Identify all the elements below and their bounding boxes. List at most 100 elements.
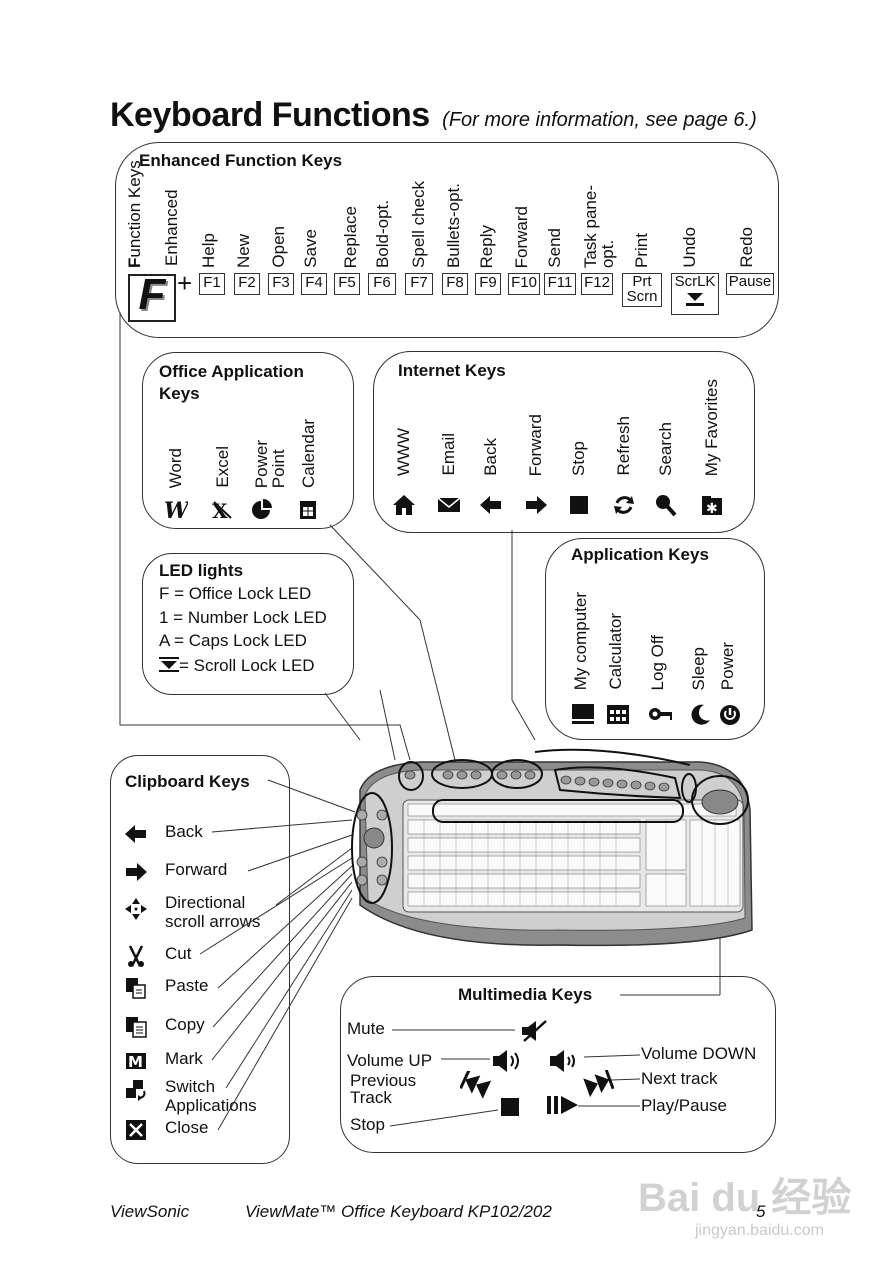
enhanced-key-2[interactable]: F3 (268, 273, 294, 295)
baidu-watermark-url: jingyan.baidu.com (695, 1222, 824, 1239)
clipboard-key-label-3: Cut (165, 944, 192, 963)
excel-icon[interactable]: X (211, 498, 235, 522)
enhanced-key-text-13: ScrLK (674, 273, 716, 290)
office-application-keys-panel: Office Application Keys (142, 352, 354, 529)
enhanced-key-10[interactable]: F11 (544, 273, 576, 295)
calendar-icon[interactable] (297, 498, 321, 522)
power-icon[interactable] (718, 702, 742, 726)
enhanced-key-text-7: F8 (446, 274, 464, 291)
clipboard-key-label-2: Directional scroll arrows (165, 893, 261, 931)
enhanced-key-text-2: F3 (272, 274, 290, 291)
led-office-lock: F = Office Lock LED (159, 584, 312, 603)
word-icon[interactable]: W (164, 498, 188, 522)
enhanced-key-text-9: F10 (511, 274, 537, 291)
clipboard-key-label-6: Mark (165, 1049, 203, 1068)
application-keys-title: Application Keys (571, 545, 709, 564)
enhanced-key-text-8: F9 (479, 274, 497, 291)
clipboard-key-label-8: Close (165, 1118, 209, 1137)
copy-icon[interactable] (124, 1015, 148, 1039)
enhanced-key-3[interactable]: F4 (301, 273, 327, 295)
svg-text:✱: ✱ (706, 501, 718, 517)
page-header: Keyboard Functions (For more information… (110, 96, 810, 135)
plus-sign: + (177, 268, 193, 298)
volume-up-icon[interactable] (491, 1048, 525, 1074)
previous-track-label: Previous Track (350, 1071, 417, 1107)
svg-text:M: M (128, 1053, 143, 1071)
scroll-lock-key-icon (686, 293, 704, 306)
home-icon[interactable] (392, 493, 416, 517)
led-caps-lock: A = Caps Lock LED (159, 631, 307, 650)
mute-icon[interactable] (520, 1019, 550, 1043)
enhanced-key-6[interactable]: F7 (405, 273, 433, 295)
arrow-right-icon[interactable] (124, 860, 148, 884)
arrow-left-icon[interactable] (124, 822, 148, 846)
moon-icon[interactable] (689, 702, 713, 726)
play-pause-icon[interactable] (546, 1094, 580, 1116)
close-icon[interactable] (124, 1118, 148, 1142)
key-icon[interactable] (648, 702, 672, 726)
arrow-left-icon[interactable] (479, 493, 503, 517)
envelope-icon[interactable] (437, 493, 461, 517)
f-lock-key[interactable]: F (128, 270, 176, 322)
play-pause-label: Play/Pause (641, 1096, 727, 1115)
led-scroll-lock-text: = Scroll Lock LED (179, 656, 315, 675)
previous-track-icon[interactable] (460, 1071, 494, 1099)
enhanced-key-text-3: F4 (305, 274, 323, 291)
enhanced-key-12[interactable]: Prt Scrn (622, 273, 662, 307)
switch-icon[interactable] (124, 1077, 148, 1101)
enhanced-key-text-4: F5 (338, 274, 356, 291)
enhanced-key-text-5: F6 (373, 274, 391, 291)
clipboard-keys-panel: Clipboard Keys (110, 755, 290, 1164)
volume-down-icon[interactable] (548, 1048, 582, 1074)
office-application-keys-title: Office Application Keys (159, 362, 304, 403)
mark-icon[interactable]: M (124, 1049, 148, 1073)
baidu-watermark-logo: Bai du 经验 (638, 1176, 852, 1220)
enhanced-key-5[interactable]: F6 (368, 273, 396, 295)
enhanced-key-text-14: Pause (728, 273, 772, 290)
internet-keys-panel: Internet Keys (373, 351, 755, 533)
search-icon[interactable] (654, 493, 678, 517)
enhanced-key-text-1: F2 (238, 274, 256, 291)
footer-page-number: 5 (756, 1202, 766, 1221)
powerpoint-icon[interactable] (250, 498, 274, 522)
arrow-right-icon[interactable] (524, 493, 548, 517)
page-title: Keyboard Functions (110, 96, 430, 134)
enhanced-key-9[interactable]: F10 (508, 273, 540, 295)
favorites-icon[interactable]: ✱ (700, 493, 724, 517)
led-lights-title: LED lights (159, 561, 244, 580)
scroll-arrows-icon[interactable] (124, 897, 148, 921)
enhanced-function-keys-title: Enhanced Function Keys (139, 151, 343, 170)
enhanced-key-0[interactable]: F1 (199, 273, 225, 295)
scissors-icon[interactable] (124, 944, 148, 968)
clipboard-keys-title: Clipboard Keys (125, 772, 250, 791)
footer-model: ViewMate™ Office Keyboard KP102/202 (245, 1202, 552, 1221)
refresh-icon[interactable] (612, 493, 636, 517)
page-subtitle: (For more information, see page 6.) (442, 109, 757, 131)
enhanced-key-11[interactable]: F12 (581, 273, 613, 295)
mute-label: Mute (347, 1019, 385, 1038)
computer-icon[interactable] (571, 702, 595, 726)
enhanced-key-text-10: F11 (547, 274, 573, 291)
multimedia-keys-title: Multimedia Keys (458, 985, 593, 1004)
enhanced-key-14[interactable]: Pause (726, 273, 774, 295)
next-track-icon[interactable] (580, 1070, 614, 1098)
enhanced-key-1[interactable]: F2 (234, 273, 260, 295)
stop-icon[interactable] (500, 1097, 520, 1117)
paste-icon[interactable] (124, 976, 148, 1000)
next-track-label: Next track (641, 1069, 718, 1088)
internet-keys-title: Internet Keys (398, 361, 506, 380)
enhanced-key-13[interactable]: ScrLK (671, 273, 719, 315)
enhanced-key-4[interactable]: F5 (334, 273, 360, 295)
calculator-icon[interactable] (606, 702, 630, 726)
volume-down-label: Volume DOWN (641, 1044, 757, 1063)
enhanced-key-text-0: F1 (203, 274, 221, 291)
enhanced-key-7[interactable]: F8 (442, 273, 468, 295)
stop-icon[interactable] (567, 493, 591, 517)
svg-text:W: W (164, 498, 188, 522)
clipboard-key-label-0: Back (165, 822, 203, 841)
enhanced-key-8[interactable]: F9 (475, 273, 501, 295)
clipboard-key-label-1: Forward (165, 860, 228, 879)
volume-up-label: Volume UP (347, 1051, 433, 1070)
stop-label: Stop (350, 1115, 385, 1134)
